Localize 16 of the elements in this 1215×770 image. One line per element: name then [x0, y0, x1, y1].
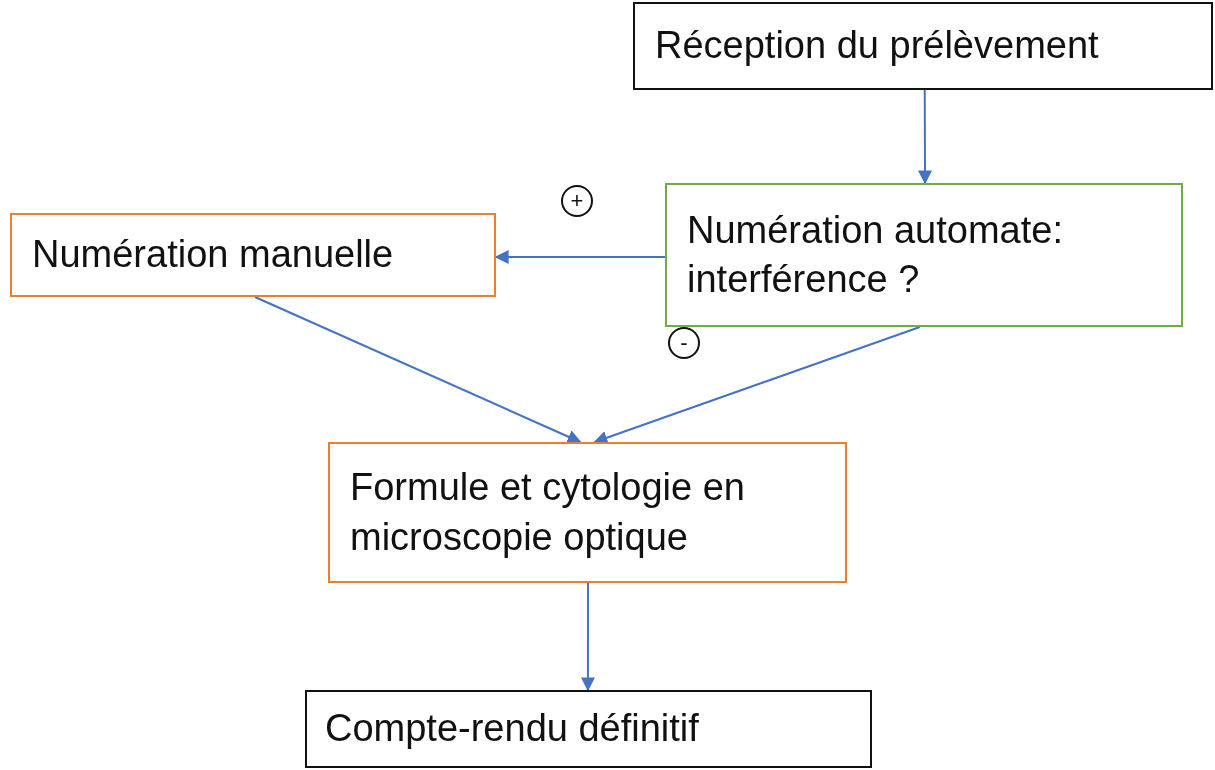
arrow [580, 582, 595, 692]
arrow [593, 326, 921, 445]
edge-label: + [561, 185, 593, 217]
box-text: Compte-rendu définitif [325, 706, 700, 752]
edge-label: - [668, 327, 700, 359]
process-box [328, 442, 847, 583]
process-box [665, 183, 1183, 327]
arrow [253, 296, 582, 444]
box-text: Numération manuelle [32, 232, 395, 278]
box-text: Formule et cytologie en microscopie optique [350, 465, 746, 560]
box-text: Numération automate: interférence ? [687, 207, 1064, 302]
process-box [10, 213, 496, 297]
process-box [633, 2, 1213, 90]
box-text: Réception du prélèvement [655, 23, 1100, 69]
arrow [918, 89, 932, 185]
process-box [305, 690, 872, 768]
